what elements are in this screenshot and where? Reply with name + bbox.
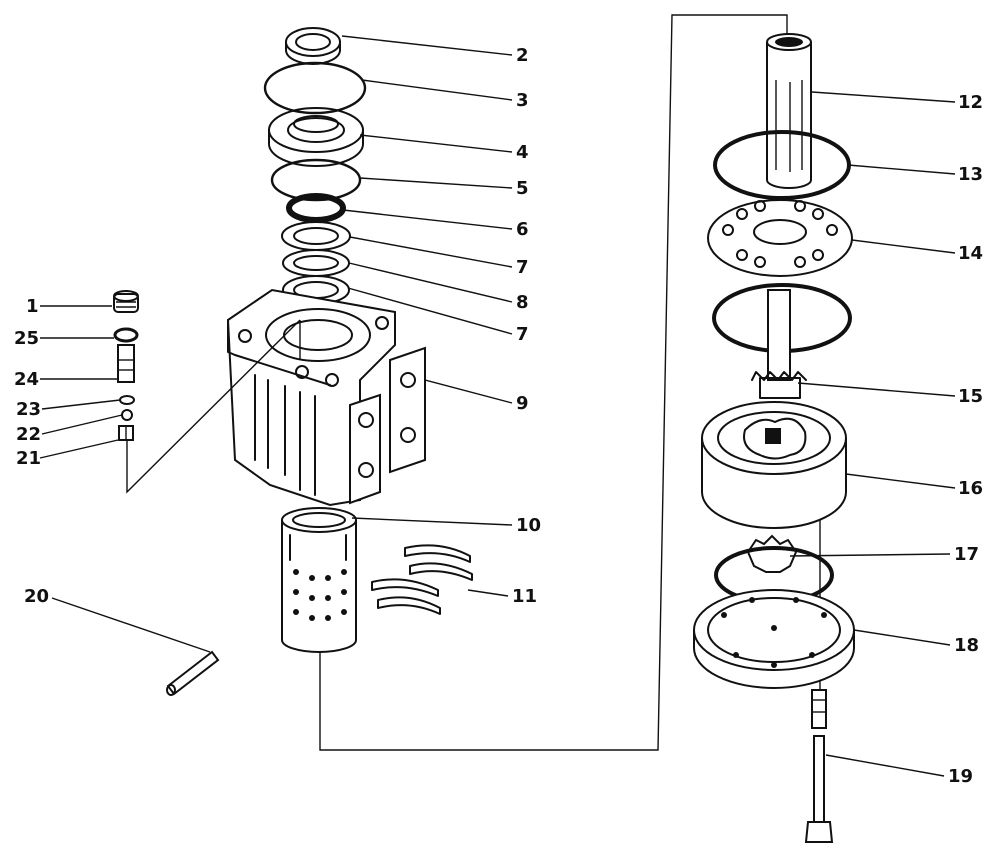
label-14: 14 — [958, 243, 983, 264]
label-13: 13 — [958, 164, 983, 185]
label-5: 5 — [516, 178, 529, 199]
leader-lines — [39, 35, 956, 777]
label-12: 12 — [958, 92, 983, 113]
part-25-o-ring — [113, 327, 139, 343]
label-21: 21 — [16, 448, 41, 469]
label-8: 8 — [516, 292, 529, 313]
label-7-lower: 7 — [516, 324, 529, 345]
part-18-end-cap — [693, 589, 855, 689]
part-7-washer-upper — [281, 221, 351, 251]
part-22-ball — [121, 409, 133, 421]
label-25: 25 — [14, 328, 39, 349]
label-24: 24 — [14, 369, 39, 390]
label-4: 4 — [516, 142, 529, 163]
label-22: 22 — [16, 424, 41, 445]
part-12-drive-shaft — [766, 33, 812, 189]
label-1: 1 — [26, 296, 39, 317]
part-2-seal-ring — [285, 27, 341, 65]
part-21-seat — [118, 425, 134, 441]
label-11: 11 — [512, 586, 537, 607]
label-19: 19 — [948, 766, 973, 787]
part-11-centering-springs — [371, 544, 473, 615]
label-23: 23 — [16, 399, 41, 420]
part-19-cap-screw — [804, 689, 834, 843]
assembly-connector-line — [319, 14, 788, 751]
part-8-bearing — [282, 249, 350, 277]
part-3-o-ring — [263, 61, 367, 115]
check-valve-connector — [126, 319, 301, 494]
label-7-upper: 7 — [516, 257, 529, 278]
part-24-check-valve — [117, 344, 135, 383]
label-18: 18 — [954, 635, 979, 656]
part-9-valve-housing — [226, 288, 426, 507]
part-10-spool-sleeve — [281, 507, 357, 653]
label-17: 17 — [954, 544, 979, 565]
label-9: 9 — [516, 393, 529, 414]
label-10: 10 — [516, 515, 541, 536]
part-15-drive-link — [751, 289, 807, 399]
label-15: 15 — [958, 386, 983, 407]
part-16-gerotor — [701, 401, 847, 529]
label-3: 3 — [516, 90, 529, 111]
part-6-seal — [286, 193, 346, 223]
label-20: 20 — [24, 586, 49, 607]
part-17-spline-gear — [746, 534, 798, 573]
part-4-seal-housing — [268, 107, 364, 167]
label-6: 6 — [516, 219, 529, 240]
part-14-wear-plate — [707, 199, 853, 277]
part-5-o-ring — [270, 158, 362, 202]
part-1-plug — [113, 290, 139, 313]
part-20-pin — [166, 650, 220, 696]
label-16: 16 — [958, 478, 983, 499]
part-23-o-ring — [119, 395, 135, 405]
label-2: 2 — [516, 45, 529, 66]
